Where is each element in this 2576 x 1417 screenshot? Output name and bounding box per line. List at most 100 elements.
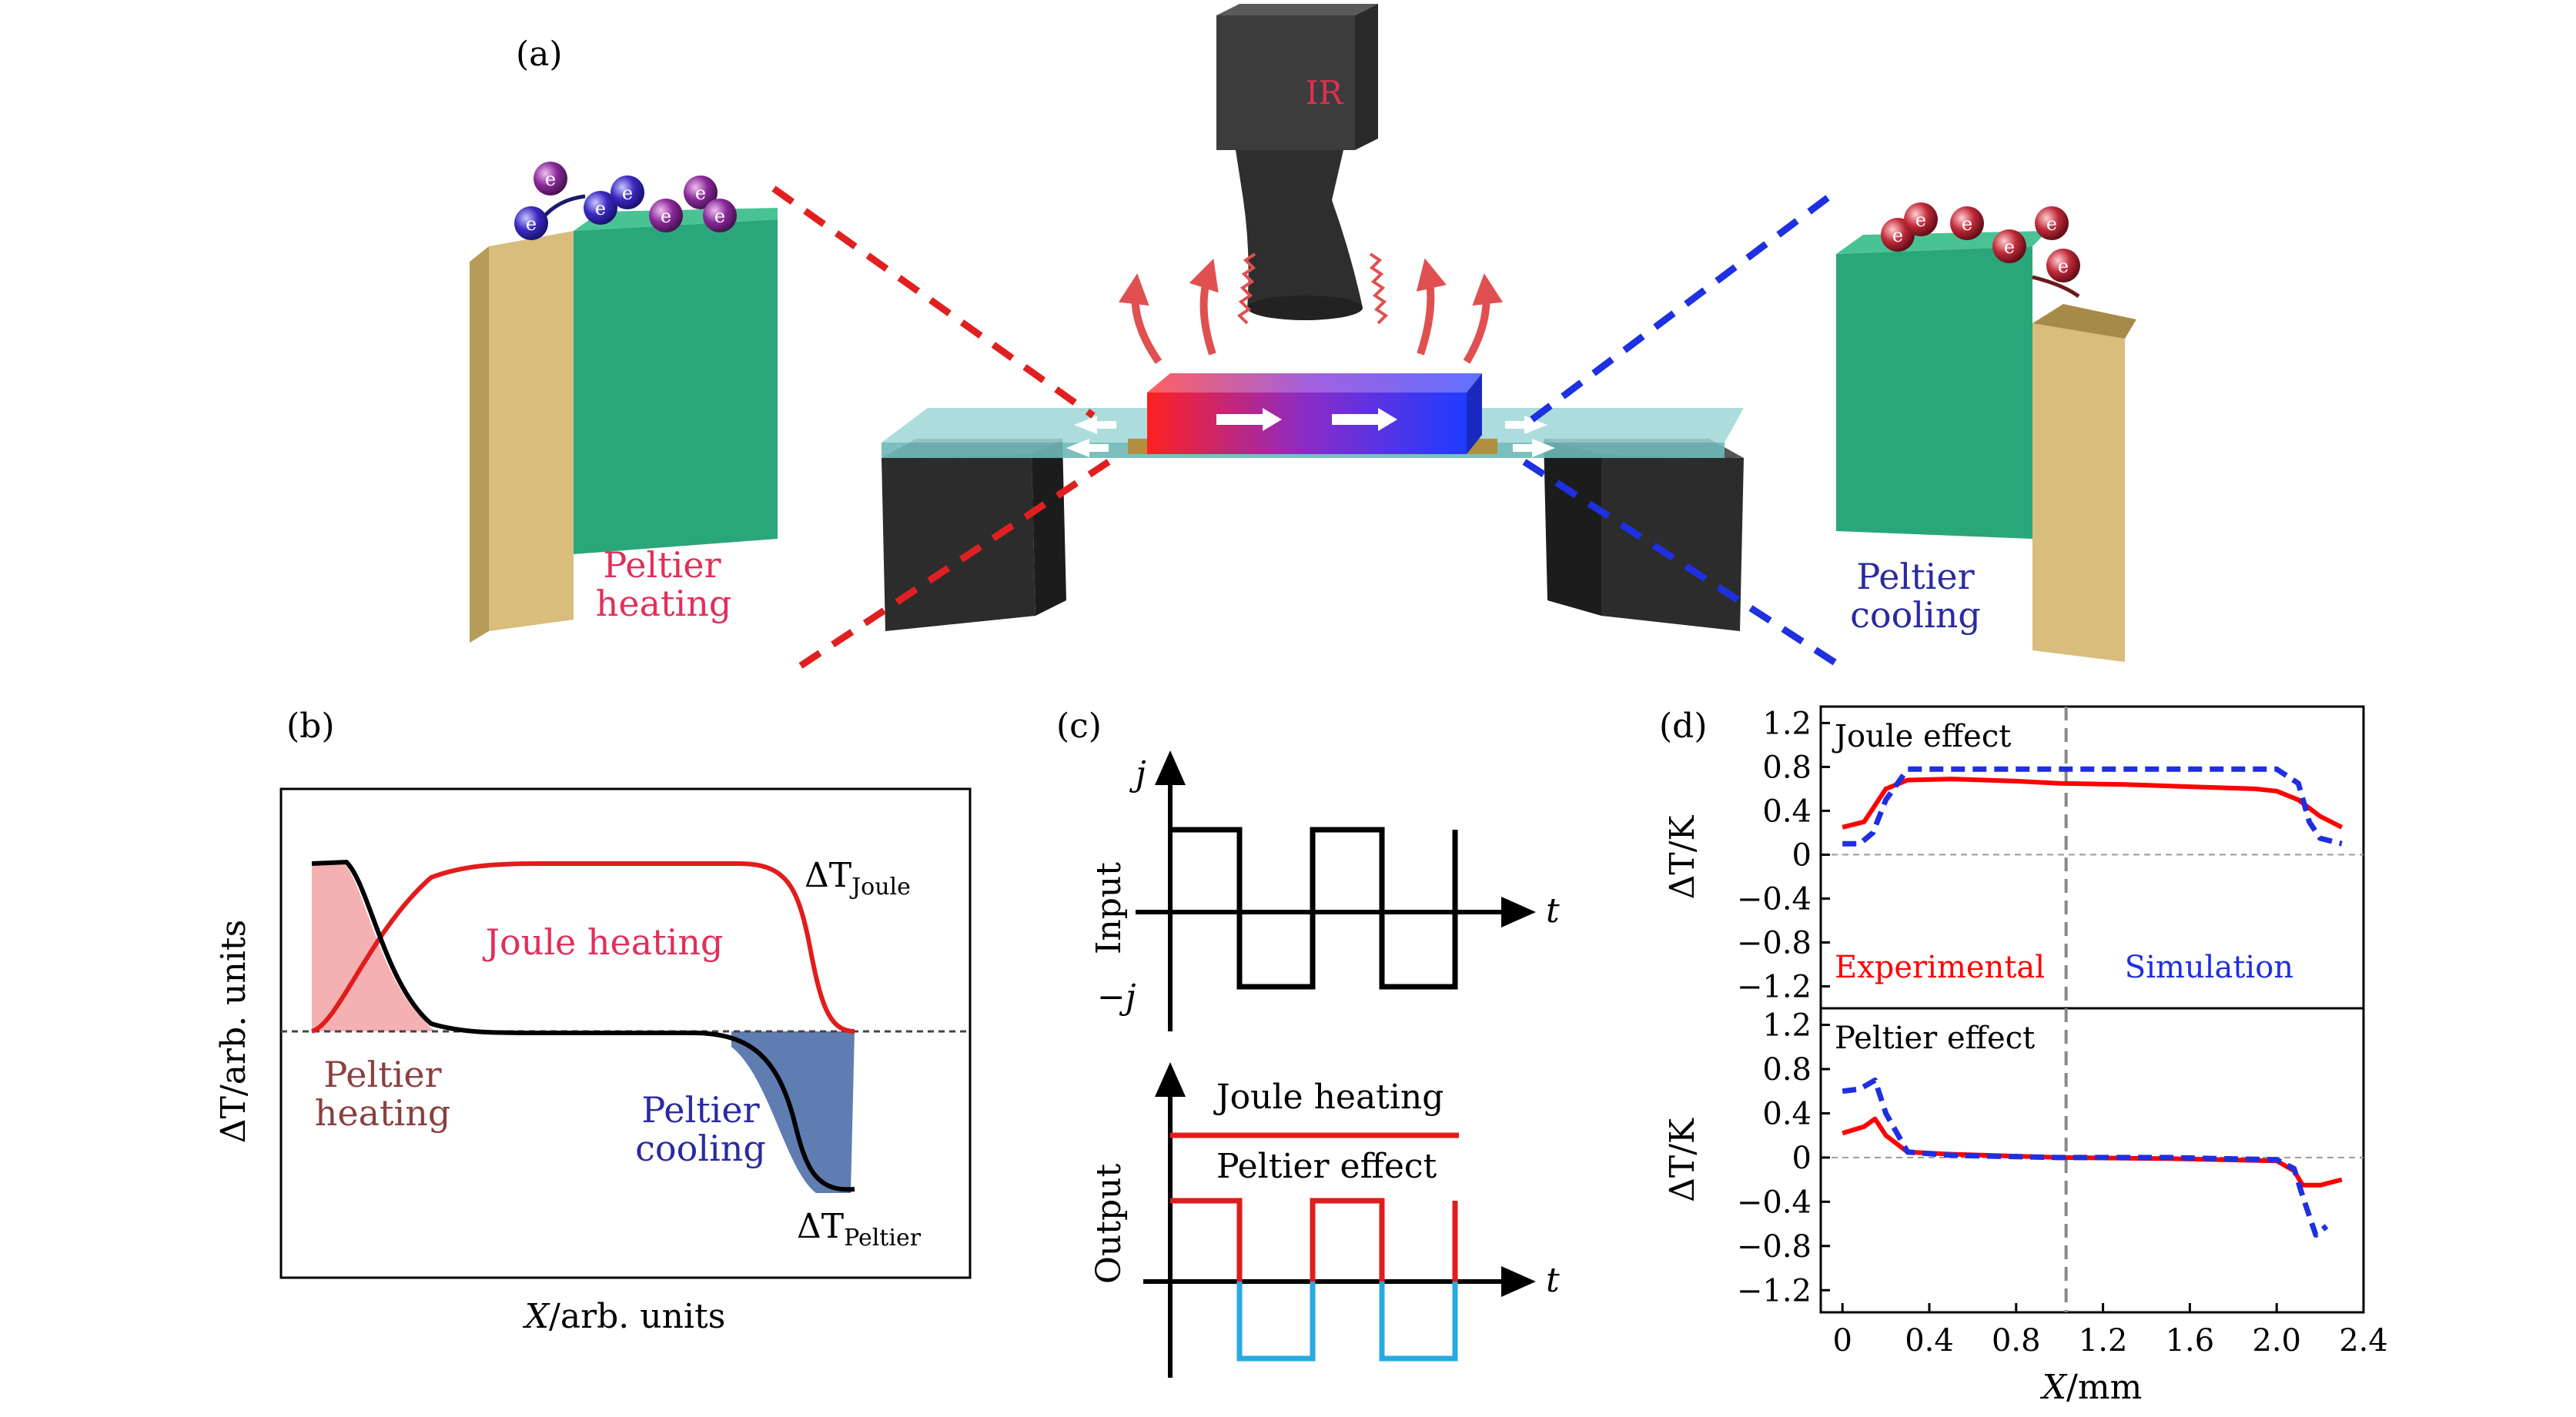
- peltier-heating-label-2: heating: [596, 583, 732, 624]
- ir-label: IR: [1306, 74, 1344, 112]
- dt-peltier-label: ΔTPeltier: [797, 1207, 922, 1252]
- y-tick-label: 0.4: [1762, 794, 1812, 829]
- panel-b-peltier-heating-2: heating: [315, 1092, 451, 1134]
- electron: [1950, 206, 1984, 240]
- y-tick-label: 0: [1792, 837, 1812, 873]
- electron: [649, 199, 683, 232]
- y-axis-label: ΔT/K: [1663, 1118, 1702, 1202]
- electron: [534, 162, 567, 196]
- series-experimental: [1842, 1116, 2343, 1188]
- y-tick-label: 0.8: [1762, 750, 1812, 785]
- panel-c-label: (c): [1056, 707, 1102, 746]
- electron-label: e: [545, 169, 556, 190]
- electron: [611, 175, 644, 209]
- y-tick-label: 0.4: [1762, 1096, 1812, 1131]
- y-tick-label: −1.2: [1737, 1273, 1812, 1308]
- dt-joule-label: ΔTJoule: [805, 856, 911, 901]
- peltier-effect-output-label: Peltier effect: [1216, 1147, 1437, 1186]
- legend-experimental: Experimental: [1835, 950, 2045, 985]
- y-tick-label: 0.8: [1762, 1052, 1812, 1088]
- y-tick-label: −0.8: [1737, 1229, 1812, 1265]
- y-tick-label: 1.2: [1762, 706, 1812, 741]
- x-tick-label: 1.2: [2079, 1323, 2128, 1359]
- panel-b-peltier-cooling-2: cooling: [635, 1128, 766, 1169]
- peltier-heating-label-1: Peltier: [603, 544, 721, 586]
- electron: [2046, 249, 2080, 282]
- output-label: Output: [1089, 1164, 1129, 1285]
- electron-label: e: [661, 206, 671, 227]
- left-support: [882, 439, 1066, 631]
- panel-b-peltier-cooling-1: Peltier: [641, 1089, 759, 1131]
- peltier-negative-wave: [1236, 1282, 1458, 1362]
- ir-camera: IR: [1216, 4, 1378, 320]
- electron-label: e: [1892, 225, 1903, 246]
- panel-a: (a) IR: [470, 4, 2136, 669]
- electron: [1992, 229, 2026, 263]
- y-tick-label: −0.8: [1737, 925, 1812, 961]
- electron: [684, 175, 718, 209]
- peltier-cooling-label-2: cooling: [1850, 594, 1981, 636]
- panel-b-label: (b): [286, 707, 335, 746]
- x-axis-label: X/mm: [2040, 1368, 2143, 1407]
- panel-b-frame: [279, 787, 972, 1279]
- x-tick-label: 2.0: [2252, 1323, 2301, 1359]
- electron-label: e: [714, 206, 725, 227]
- electron: [584, 191, 617, 225]
- x-tick-label: 0.8: [1992, 1323, 2041, 1359]
- heat-emission: [1118, 252, 1504, 364]
- electron-label: e: [2046, 213, 2057, 235]
- electrons-right: e e e e e e: [1881, 202, 2080, 299]
- chart-frame: [1819, 1007, 2365, 1314]
- chart-annotation: Peltier effect: [1835, 1021, 2035, 1056]
- series-experimental: [1842, 777, 2343, 830]
- x-tick-label: 0.4: [1905, 1323, 1954, 1359]
- y-tick-label: −0.4: [1737, 1185, 1812, 1220]
- electrons-left: e e e e e e e: [514, 162, 737, 240]
- j-label: j: [1129, 754, 1146, 794]
- legend-simulation: Simulation: [2125, 950, 2293, 985]
- electron-label: e: [595, 198, 606, 219]
- y-tick-label: 1.2: [1762, 1008, 1812, 1044]
- panel-d-label: (d): [1659, 707, 1708, 746]
- y-tick-label: 0: [1792, 1141, 1812, 1176]
- input-label: Input: [1089, 862, 1129, 954]
- sample-strip: [1128, 373, 1497, 454]
- electron-label: e: [1915, 209, 1926, 231]
- panel-b-peltier-heating-1: Peltier: [323, 1054, 441, 1095]
- panel-c: (c) j −j t Input Joule heating Peltier e…: [1056, 707, 1560, 1378]
- electron-label: e: [1962, 213, 1972, 235]
- joule-heating-label: Joule heating: [483, 921, 724, 963]
- input-t-label: t: [1546, 891, 1560, 931]
- input-plot: j −j t Input: [1089, 750, 1560, 1031]
- minus-j-label: −j: [1097, 978, 1136, 1017]
- electron: [703, 199, 737, 232]
- series-simulation: [1842, 766, 2343, 847]
- y-tick-label: −1.2: [1737, 969, 1812, 1004]
- panel-b: (b) Joule heating ΔTJoule ΔTPeltier Pelt…: [214, 707, 972, 1336]
- electron-label: e: [695, 182, 706, 204]
- electron-label: e: [622, 182, 633, 204]
- electron: [2035, 206, 2069, 240]
- electron: [514, 206, 548, 240]
- panel-b-xlabel: X/arb. units: [523, 1297, 726, 1336]
- joule-curve: [310, 861, 855, 1034]
- peltier-positive-wave: [1170, 1198, 1458, 1282]
- peltier-curve: [311, 859, 855, 1192]
- input-square-wave: [1170, 827, 1458, 990]
- electron: [1904, 202, 1938, 236]
- series-simulation: [1842, 1077, 2329, 1238]
- output-plot: Joule heating Peltier effect t Output: [1089, 1062, 1560, 1378]
- panel-b-ylabel: ΔT/arb. units: [214, 920, 253, 1143]
- output-t-label: t: [1546, 1261, 1560, 1300]
- joule-heating-output-label: Joule heating: [1213, 1078, 1444, 1117]
- right-support: [1544, 439, 1744, 631]
- peltier-cooling-label-1: Peltier: [1856, 556, 1974, 597]
- electron-label: e: [526, 213, 537, 235]
- substrate-arrows: [1066, 416, 1555, 457]
- electron-label: e: [2004, 236, 2015, 258]
- dashed-lines: [771, 185, 1842, 669]
- x-tick-label: 1.6: [2166, 1323, 2215, 1359]
